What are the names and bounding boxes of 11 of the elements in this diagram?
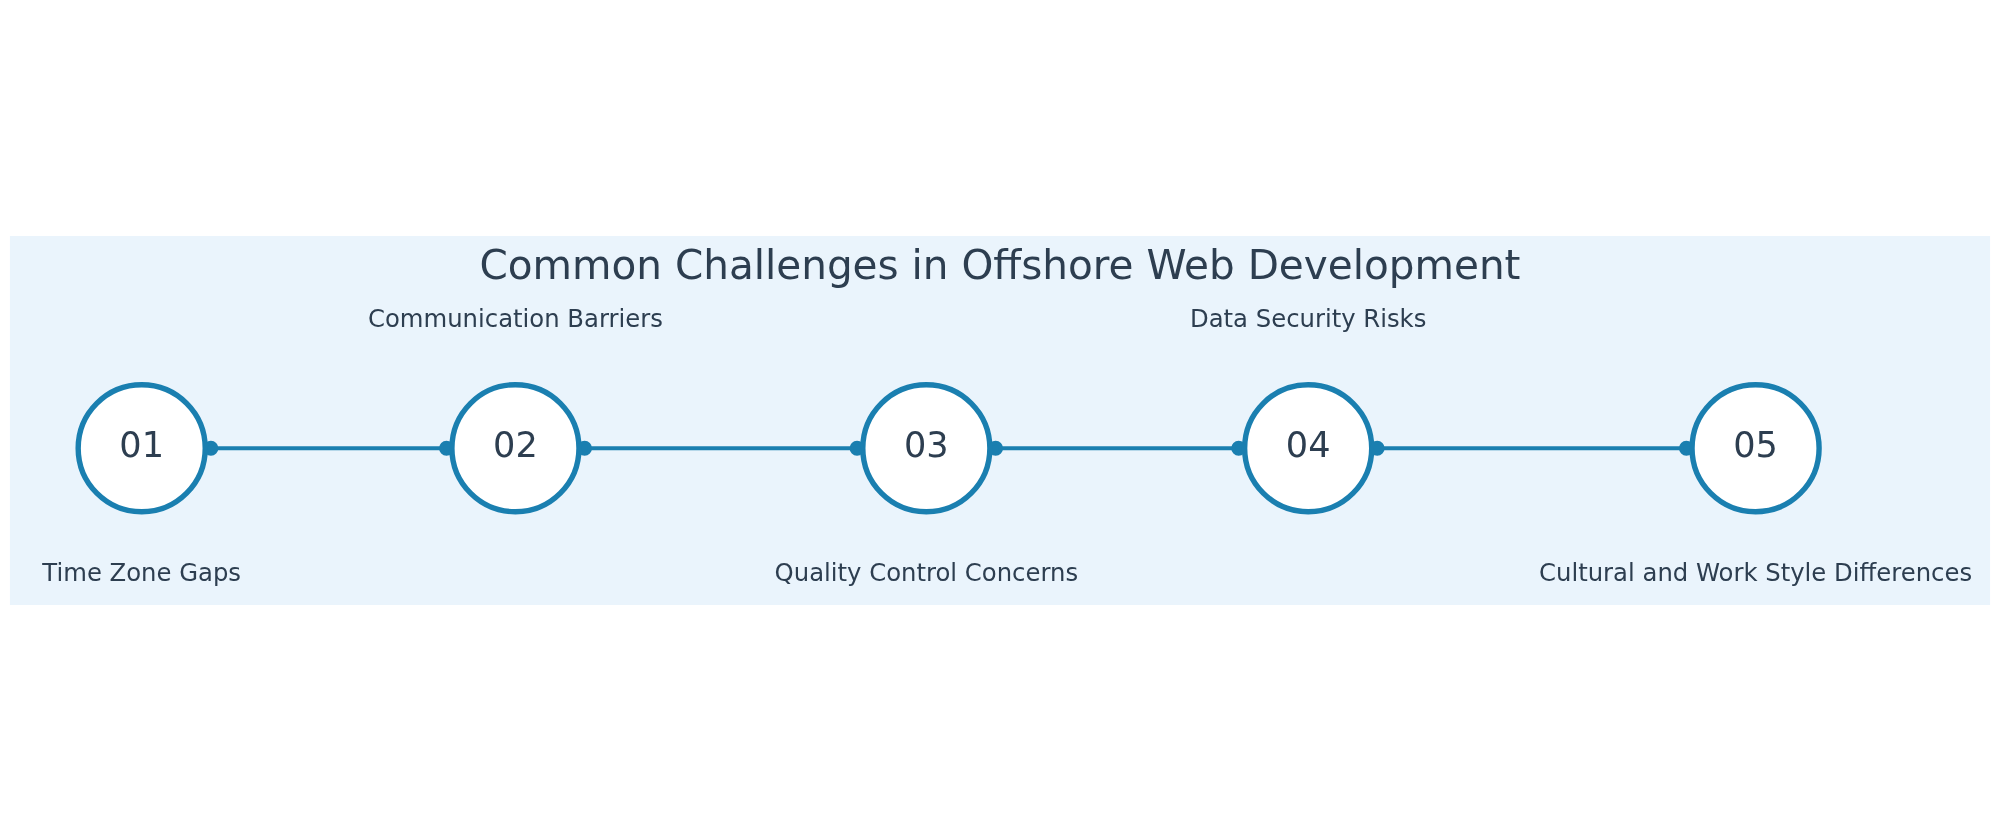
diagram-title: Common Challenges in Offshore Web Development [479,240,1521,289]
node-label: Data Security Risks [1189,303,1427,333]
node-circle: 02 [449,381,582,514]
node-circle: 01 [75,381,208,514]
node-label: Time Zone Gaps [42,557,242,587]
node-label: Cultural and Work Style Differences [1539,557,1973,587]
node-label: Communication Barriers [368,303,663,333]
node-label: Quality Control Concerns [774,557,1079,587]
node-circle: 03 [860,381,993,514]
node-circle: 05 [1689,381,1822,514]
node-circle: 04 [1241,381,1375,514]
